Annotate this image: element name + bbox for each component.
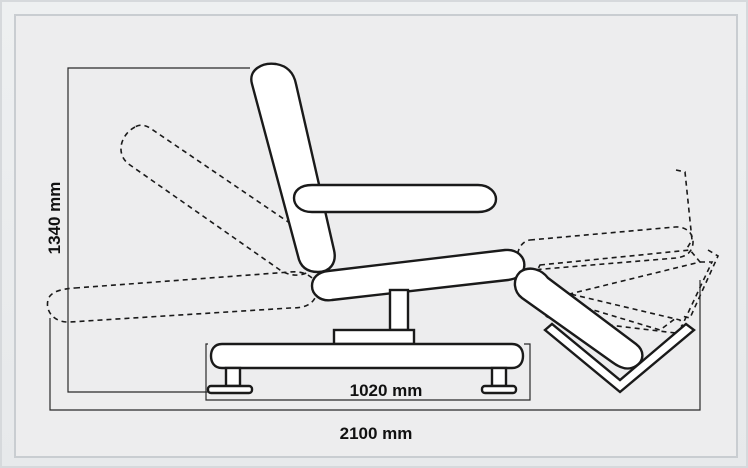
height-label: 1340 mm <box>45 182 64 255</box>
footplate-high-dashed <box>675 169 693 251</box>
backrest-reclined-dashed <box>120 124 320 276</box>
column-base <box>332 328 416 346</box>
base-width-label: 1020 mm <box>350 381 423 400</box>
footplate <box>543 322 696 394</box>
seat <box>310 248 526 302</box>
armrest <box>292 183 498 214</box>
footplate-mid2-dashed <box>679 261 714 331</box>
column <box>388 288 410 332</box>
legrest-horizontal-dashed <box>516 226 694 271</box>
base-platform <box>209 342 525 370</box>
backrest-upright <box>250 62 336 274</box>
foot-left <box>224 366 242 388</box>
foot-left-pad <box>206 384 254 395</box>
foot-right-pad <box>480 384 518 395</box>
backrest-flat-dashed <box>46 271 318 323</box>
footplate-low-dashed <box>559 299 677 331</box>
height-dimension-line <box>67 67 250 393</box>
total-length-label: 2100 mm <box>340 424 413 443</box>
base-width-dimension-line <box>205 343 531 401</box>
foot-right <box>490 366 508 388</box>
total-length-dimension-line <box>49 280 701 411</box>
